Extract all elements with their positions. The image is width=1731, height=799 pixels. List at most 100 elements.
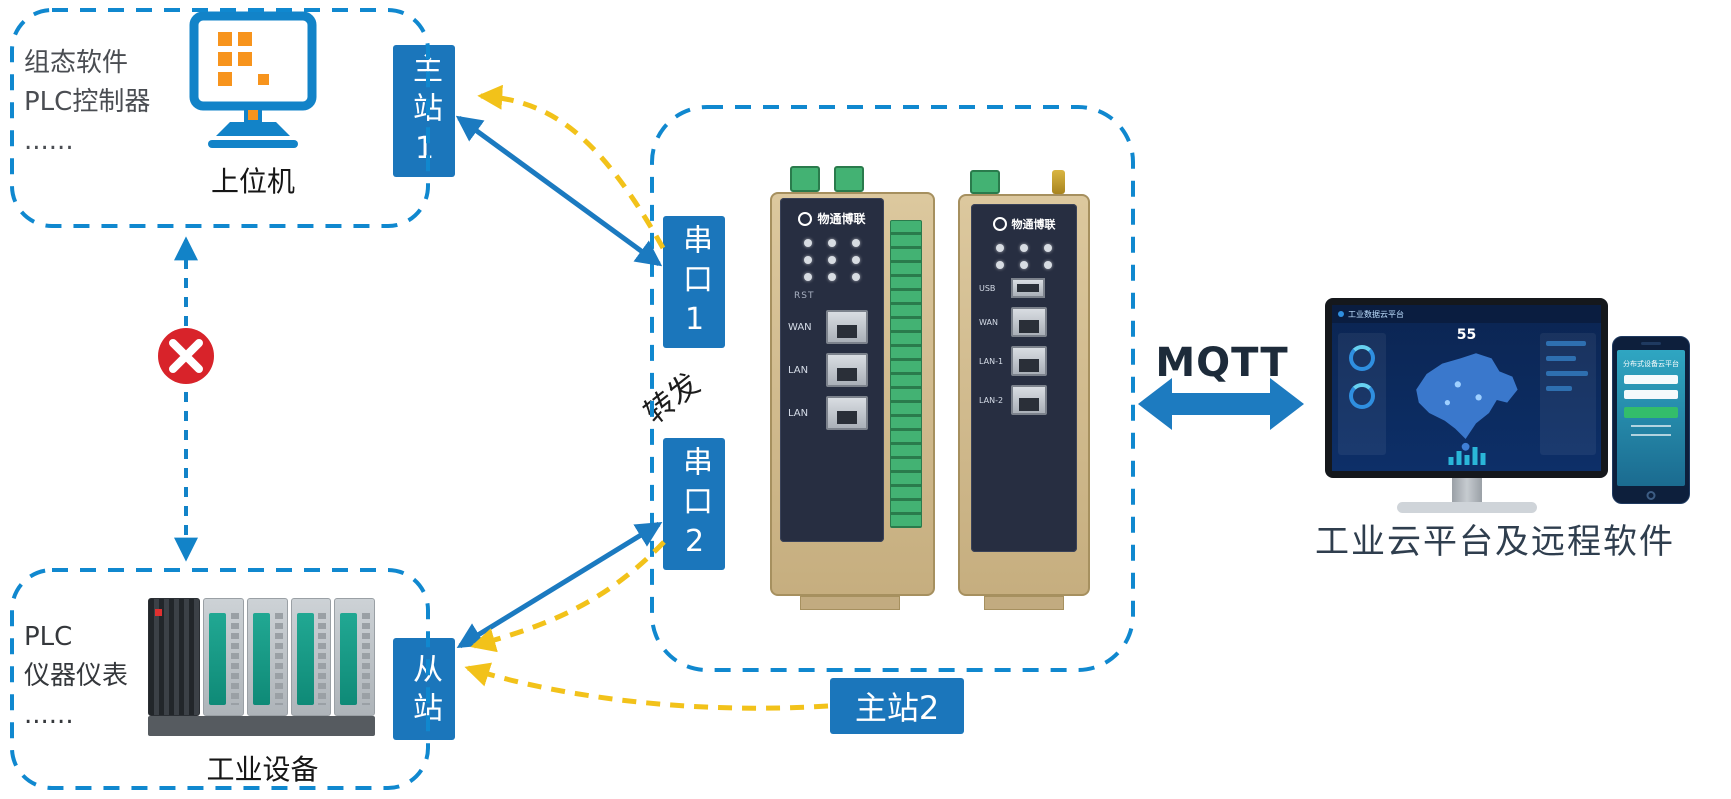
status-leds: [988, 244, 1060, 269]
terminal-block: [790, 166, 820, 192]
phone-input-field: [1624, 390, 1678, 399]
led-indicator: [852, 256, 860, 264]
port-label: WAN: [979, 317, 998, 327]
rj45-port: [826, 310, 868, 344]
stat-bar: [1546, 371, 1588, 376]
terminal-block: [834, 166, 864, 192]
gauge-icon: [1349, 383, 1375, 409]
terminal-block: [970, 170, 1000, 194]
led-indicator: [852, 239, 860, 247]
dashboard-body: 55: [1332, 323, 1601, 471]
led-indicator: [828, 273, 836, 281]
monitor-stand-base: [1397, 502, 1537, 513]
forward-path-master2-to-slave: [464, 662, 829, 711]
mounting-flange: [984, 596, 1064, 610]
dashboard-metric: 55: [1456, 327, 1477, 343]
mobile-phone: 分布式设备云平台: [1612, 336, 1690, 504]
ethernet-port-row: WAN: [979, 307, 1077, 337]
led-indicator: [1044, 261, 1052, 269]
phone-text-line: [1631, 434, 1671, 436]
plc-cpu-module: [148, 598, 200, 716]
plc-io-module: [290, 598, 332, 716]
monitor-stand: [216, 122, 290, 136]
rj45-port: [826, 353, 868, 387]
mqtt-protocol-label: MQTT: [1155, 340, 1289, 386]
china-map: [1398, 345, 1528, 459]
rj45-port: [826, 396, 868, 430]
port-label: LAN-2: [979, 395, 1004, 405]
forward-path-serial2-to-slave: [470, 540, 666, 653]
host-line: 组态软件: [24, 48, 129, 78]
rj45-port: [1011, 307, 1047, 337]
phone-login-button: [1624, 407, 1678, 418]
led-indicator: [1044, 244, 1052, 252]
ethernet-port-row: LAN: [788, 396, 884, 430]
gateway-device-1: 物通博联 RST WAN LAN LAN: [770, 166, 935, 613]
tag-serial-port-1: 串口1: [663, 216, 725, 348]
status-leds: [796, 239, 868, 281]
led-indicator: [852, 273, 860, 281]
plc-io-module: [246, 598, 288, 716]
tag-slave-station: 从站: [393, 638, 455, 740]
host-line: PLC控制器: [24, 87, 151, 117]
led-indicator: [804, 273, 812, 281]
dashboard-title: 工业数据云平台: [1348, 309, 1404, 319]
brand-name: 物通博联: [817, 212, 866, 226]
port-label: LAN: [788, 364, 809, 376]
cloud-dashboard-monitor: 工业数据云平台 55: [1325, 298, 1608, 544]
io-terminal-strip: [890, 220, 922, 528]
dashboard-screen: 工业数据云平台 55: [1332, 305, 1601, 471]
device-brand: 物通博联: [971, 204, 1077, 232]
port-label: LAN: [788, 407, 809, 419]
phone-input-field: [1624, 375, 1678, 384]
dashboard-left-panel: [1338, 333, 1386, 455]
phone-screen: 分布式设备云平台: [1617, 350, 1685, 486]
ethernet-port-row: WAN: [788, 310, 884, 344]
tag-master-station-2: 主站2: [830, 678, 964, 734]
ethernet-port-row: LAN: [788, 353, 884, 387]
gateway-device-2: 物通博联 USB WAN LAN-1 LAN-2: [958, 170, 1090, 610]
brand-logo-icon: [798, 211, 813, 226]
brand-name: 物通博联: [1011, 218, 1056, 231]
host-caption: 上位机: [210, 165, 295, 198]
tag-master-station-1: 主站1: [393, 45, 455, 177]
host-computer-icon: [178, 10, 328, 164]
brand-logo-icon: [992, 217, 1007, 231]
plc-modules: [148, 598, 375, 716]
monitor-bezel: 工业数据云平台 55: [1325, 298, 1608, 478]
dashboard-topbar: 工业数据云平台: [1332, 305, 1601, 323]
led-indicator: [1020, 261, 1028, 269]
reset-label: RST: [794, 291, 815, 301]
device-brand: 物通博联: [780, 198, 884, 227]
plc-device-image: [148, 598, 375, 740]
port-label: USB: [979, 283, 996, 293]
china-map-icon: [1416, 353, 1518, 451]
led-indicator: [1020, 244, 1028, 252]
blocked-icon: [158, 328, 214, 384]
led-indicator: [804, 239, 812, 247]
rj45-port: [1011, 346, 1047, 376]
mounting-flange: [800, 596, 900, 610]
led-indicator: [996, 244, 1004, 252]
gauge-icon: [1349, 345, 1375, 371]
dashboard-right-panel: [1540, 333, 1596, 455]
rj45-port: [1011, 385, 1047, 415]
plc-line: PLC: [24, 622, 73, 652]
led-indicator: [828, 239, 836, 247]
monitor-screen-frame: [189, 11, 317, 111]
host-line-ellipsis: ......: [24, 126, 74, 156]
usb-port: [1011, 278, 1045, 298]
phone-text-line: [1631, 425, 1671, 427]
forward-label: 转发: [637, 366, 707, 432]
stat-bar: [1546, 386, 1572, 391]
ethernet-port-row: LAN-2: [979, 385, 1077, 415]
monitor-base: [208, 140, 298, 148]
plc-io-module: [203, 598, 244, 716]
phone-speaker: [1641, 342, 1661, 345]
forward-path-to-master1: [477, 84, 666, 250]
cloud-caption: 工业云平台及远程软件: [1315, 522, 1675, 562]
plc-status-led: [155, 609, 162, 616]
device-front-panel: 物通博联 USB WAN LAN-1 LAN-2: [971, 204, 1077, 552]
monitor-neck-accent: [248, 110, 258, 120]
